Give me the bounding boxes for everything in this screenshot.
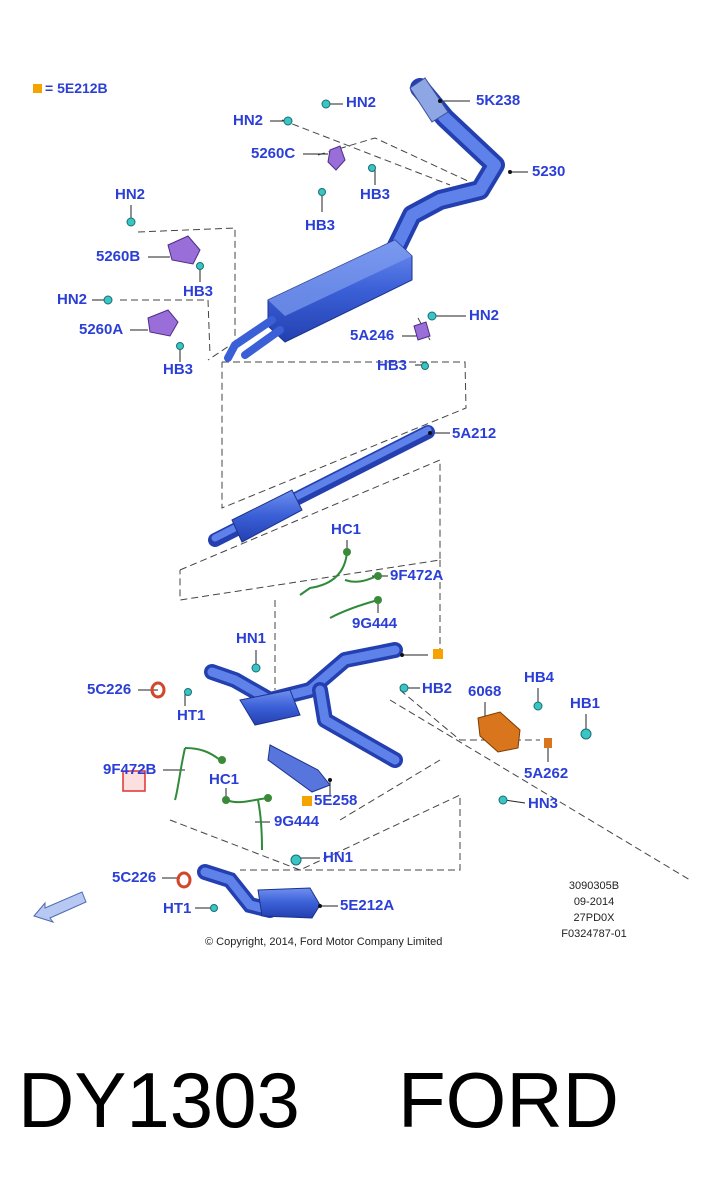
label-5e212a: 5E212A — [340, 897, 395, 914]
exhaust-diagram — [33, 77, 691, 923]
muffler-outlets — [224, 316, 284, 362]
label-hc1-b: HC1 — [209, 771, 240, 788]
tail-tip — [409, 77, 449, 123]
info-line-3: 27PD0X — [573, 912, 615, 924]
label-5260a: 5260A — [79, 321, 124, 338]
label-hn3: HN3 — [528, 795, 559, 812]
label-5230: 5230 — [532, 163, 566, 180]
label-5e258: 5E258 — [314, 792, 358, 809]
label-9g444-b: 9G444 — [274, 813, 320, 830]
legend-text: = 5E212B — [45, 80, 108, 96]
info-line-4: F0324787-01 — [561, 928, 627, 940]
legend-swatch — [33, 84, 42, 93]
rear-pipe — [385, 78, 505, 260]
brackets — [147, 145, 431, 341]
label-5a212: 5A212 — [452, 425, 497, 442]
info-line-2: 09-2014 — [573, 896, 615, 908]
part-number: DY1303 — [18, 1056, 300, 1144]
label-9f472b: 9F472B — [103, 761, 157, 778]
label-hn2-a: HN2 — [346, 94, 377, 111]
label-5260b: 5260B — [96, 248, 141, 265]
label-5c226-a: 5C226 — [87, 681, 132, 698]
highlight-square — [122, 770, 146, 792]
label-hb3-d: HB3 — [163, 361, 194, 378]
direction-arrow-icon — [33, 891, 87, 923]
leader-lines — [92, 100, 587, 909]
brand-name: FORD — [398, 1056, 619, 1144]
label-hb3-e: HB3 — [377, 357, 408, 374]
label-9f472a: 9F472A — [390, 567, 444, 584]
mid-resonator — [231, 489, 303, 543]
label-hb3-b: HB3 — [305, 217, 336, 234]
label-5260c: 5260C — [251, 145, 296, 162]
info-line-1: 3090305B — [568, 880, 620, 892]
drawing-info: 3090305B 09-2014 27PD0X F0324787-01 — [558, 878, 630, 942]
label-hn2-b: HN2 — [233, 112, 264, 129]
front-catalyst — [239, 689, 301, 726]
label-5a246: 5A246 — [350, 327, 395, 344]
label-hb1: HB1 — [570, 695, 601, 712]
label-9g444-a: 9G444 — [352, 615, 398, 632]
label-hn2-e: HN2 — [469, 307, 500, 324]
label-hb4: HB4 — [524, 669, 555, 686]
label-hn1-a: HN1 — [236, 630, 267, 647]
label-hn2-d: HN2 — [57, 291, 88, 308]
front-y-pipe — [204, 642, 403, 768]
label-ht1-b: HT1 — [163, 900, 192, 917]
lower-catalyst-body — [257, 887, 321, 919]
marker-square-b — [302, 796, 312, 806]
marker-square-a — [433, 649, 443, 659]
label-hn1-b: HN1 — [323, 849, 354, 866]
label-hc1-a: HC1 — [331, 521, 362, 538]
label-5k238: 5K238 — [476, 92, 521, 109]
leader-dots — [318, 99, 512, 908]
clips — [103, 99, 592, 912]
label-6068: 6068 — [468, 683, 502, 700]
heat-shield-5E258 — [267, 744, 331, 793]
label-hn2-c: HN2 — [115, 186, 146, 203]
copyright-notice: © Copyright, 2014, Ford Motor Company Li… — [205, 936, 443, 948]
label-hb3-c: HB3 — [183, 283, 214, 300]
label-hb3-a: HB3 — [360, 186, 391, 203]
label-5a262: 5A262 — [524, 765, 569, 782]
gaskets — [150, 681, 192, 889]
sensors — [218, 548, 382, 804]
label-hb2: HB2 — [422, 680, 453, 697]
label-ht1-a: HT1 — [177, 707, 206, 724]
shield-5A262 — [544, 738, 552, 748]
dashed-guides — [120, 119, 691, 881]
label-5c226-b: 5C226 — [112, 869, 157, 886]
heat-shield-6068 — [477, 711, 521, 753]
legend: = 5E212B — [33, 80, 108, 96]
lower-catalyst — [197, 864, 278, 918]
